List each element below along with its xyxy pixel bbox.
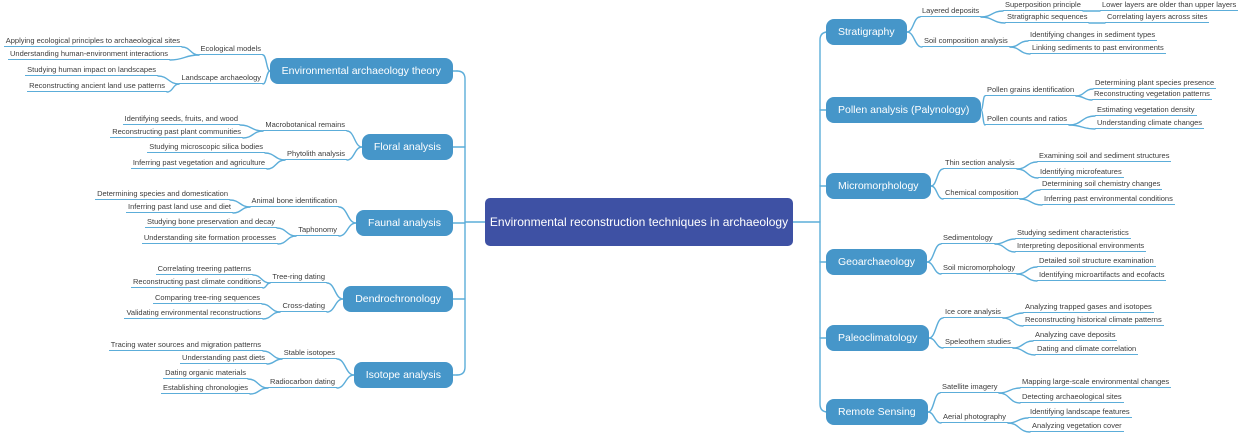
topic-stratigraphy[interactable]: Stratigraphy bbox=[826, 19, 907, 45]
leaf-understanding-human-environment-interactions[interactable]: Understanding human-environment interact… bbox=[7, 49, 170, 60]
topic-isotope-analysis[interactable]: Isotope analysis bbox=[353, 362, 453, 388]
branch-aerial-photography[interactable]: Aerial photography bbox=[941, 412, 1008, 423]
leaf-reconstructing-climate-conditions[interactable]: Reconstructing past climate conditions bbox=[131, 277, 263, 288]
leaf-detailed-soil-structure-examination[interactable]: Detailed soil structure examination bbox=[1037, 256, 1156, 267]
leaf-understanding-past-diets[interactable]: Understanding past diets bbox=[180, 353, 267, 364]
leaf-determining-soil-chemistry-changes[interactable]: Determining soil chemistry changes bbox=[1040, 179, 1163, 190]
branch-chemical-composition[interactable]: Chemical composition bbox=[943, 188, 1021, 199]
leaf-reconstructing-ancient-land-use[interactable]: Reconstructing ancient land use patterns bbox=[27, 81, 167, 92]
leaf-estimating-vegetation-density[interactable]: Estimating vegetation density bbox=[1095, 105, 1197, 116]
leaf-identifying-microfeatures[interactable]: Identifying microfeatures bbox=[1038, 167, 1124, 178]
leaf-interpreting-depositional-environments[interactable]: Interpreting depositional environments bbox=[1015, 241, 1147, 252]
branch-soil-composition-analysis[interactable]: Soil composition analysis bbox=[922, 36, 1010, 47]
leaf-dating-organic-materials[interactable]: Dating organic materials bbox=[163, 368, 248, 379]
leaf-identifying-sediment-type-changes[interactable]: Identifying changes in sediment types bbox=[1028, 30, 1158, 41]
topic-dendrochronology[interactable]: Dendrochronology bbox=[343, 286, 453, 312]
branch-tree-ring-dating[interactable]: Tree-ring dating bbox=[270, 272, 327, 283]
branch-phytolith-analysis[interactable]: Phytolith analysis bbox=[285, 149, 347, 160]
leaf-analyzing-vegetation-cover[interactable]: Analyzing vegetation cover bbox=[1030, 421, 1124, 432]
leaf-understanding-site-formation[interactable]: Understanding site formation processes bbox=[141, 233, 278, 244]
topic-micromorphology[interactable]: Micromorphology bbox=[826, 173, 931, 199]
branch-taphonomy[interactable]: Taphonomy bbox=[296, 225, 339, 236]
branch-speleothem-studies[interactable]: Speleothem studies bbox=[943, 337, 1013, 348]
leaf-identifying-microartifacts-ecofacts[interactable]: Identifying microartifacts and ecofacts bbox=[1037, 270, 1167, 281]
topic-faunal-analysis[interactable]: Faunal analysis bbox=[356, 210, 453, 236]
leaf-dating-climate-correlation[interactable]: Dating and climate correlation bbox=[1035, 344, 1139, 355]
leaf-comparing-tree-ring-sequences[interactable]: Comparing tree-ring sequences bbox=[152, 293, 262, 304]
leaf-reconstructing-plant-communities[interactable]: Reconstructing past plant communities bbox=[110, 127, 243, 138]
leaf-studying-human-impact[interactable]: Studying human impact on landscapes bbox=[25, 65, 158, 76]
branch-superposition-principle[interactable]: Superposition principle bbox=[1003, 0, 1083, 11]
topic-environmental-archaeology-theory[interactable]: Environmental archaeology theory bbox=[269, 58, 453, 84]
leaf-mapping-large-scale-environmental-changes[interactable]: Mapping large-scale environmental change… bbox=[1020, 377, 1172, 388]
leaf-linking-sediments-past-environments[interactable]: Linking sediments to past environments bbox=[1030, 43, 1166, 54]
branch-pollen-counts-ratios[interactable]: Pollen counts and ratios bbox=[985, 114, 1070, 125]
leaf-detecting-archaeological-sites[interactable]: Detecting archaeological sites bbox=[1020, 392, 1124, 403]
branch-sedimentology[interactable]: Sedimentology bbox=[941, 233, 995, 244]
branch-ecological-models[interactable]: Ecological models bbox=[198, 44, 263, 55]
leaf-inferring-past-environmental-conditions[interactable]: Inferring past environmental conditions bbox=[1042, 194, 1175, 205]
topic-pollen-analysis-palynology[interactable]: Pollen analysis (Palynology) bbox=[826, 97, 982, 123]
leaf-identifying-landscape-features[interactable]: Identifying landscape features bbox=[1028, 407, 1132, 418]
branch-cross-dating[interactable]: Cross-dating bbox=[280, 301, 327, 312]
leaf-validating-environmental-reconstructions[interactable]: Validating environmental reconstructions bbox=[124, 308, 263, 319]
branch-animal-bone-identification[interactable]: Animal bone identification bbox=[249, 196, 339, 207]
leaf-reconstructing-vegetation-patterns[interactable]: Reconstructing vegetation patterns bbox=[1092, 89, 1212, 100]
root-node[interactable]: Environmental reconstruction techniques … bbox=[485, 198, 793, 246]
branch-stratigraphic-sequences[interactable]: Stratigraphic sequences bbox=[1005, 12, 1090, 23]
leaf-inferring-vegetation-agriculture[interactable]: Inferring past vegetation and agricultur… bbox=[130, 158, 267, 169]
leaf-analyzing-trapped-gases-isotopes[interactable]: Analyzing trapped gases and isotopes bbox=[1023, 302, 1154, 313]
topic-geoarchaeology[interactable]: Geoarchaeology bbox=[826, 249, 928, 275]
branch-landscape-archaeology[interactable]: Landscape archaeology bbox=[179, 73, 263, 84]
branch-satellite-imagery[interactable]: Satellite imagery bbox=[940, 382, 1000, 393]
branch-macrobotanical-remains[interactable]: Macrobotanical remains bbox=[263, 120, 347, 131]
leaf-tracing-water-sources-migration[interactable]: Tracing water sources and migration patt… bbox=[108, 340, 263, 351]
leaf-correlating-layers-across-sites[interactable]: Correlating layers across sites bbox=[1105, 12, 1210, 23]
leaf-examining-soil-sediment-structures[interactable]: Examining soil and sediment structures bbox=[1037, 151, 1172, 162]
branch-layered-deposits[interactable]: Layered deposits bbox=[920, 6, 982, 17]
leaf-lower-layers-older[interactable]: Lower layers are older than upper layers bbox=[1100, 0, 1239, 11]
branch-ice-core-analysis[interactable]: Ice core analysis bbox=[943, 307, 1003, 318]
leaf-studying-silica-bodies[interactable]: Studying microscopic silica bodies bbox=[147, 142, 265, 153]
topic-floral-analysis[interactable]: Floral analysis bbox=[361, 134, 453, 160]
leaf-correlating-treering-patterns[interactable]: Correlating treering patterns bbox=[155, 264, 253, 275]
leaf-determining-plant-species-presence[interactable]: Determining plant species presence bbox=[1093, 78, 1217, 89]
topic-remote-sensing[interactable]: Remote Sensing bbox=[826, 399, 928, 425]
leaf-establishing-chronologies[interactable]: Establishing chronologies bbox=[160, 383, 250, 394]
leaf-reconstructing-historical-climate-patterns[interactable]: Reconstructing historical climate patter… bbox=[1023, 315, 1164, 326]
branch-thin-section-analysis[interactable]: Thin section analysis bbox=[943, 158, 1017, 169]
leaf-identifying-seeds-fruits-wood[interactable]: Identifying seeds, fruits, and wood bbox=[122, 114, 240, 125]
branch-stable-isotopes[interactable]: Stable isotopes bbox=[281, 348, 337, 359]
leaf-applying-ecological-principles[interactable]: Applying ecological principles to archae… bbox=[3, 36, 182, 47]
leaf-determining-species-domestication[interactable]: Determining species and domestication bbox=[95, 189, 230, 200]
branch-soil-micromorphology[interactable]: Soil micromorphology bbox=[941, 263, 1018, 274]
branch-pollen-grains-identification[interactable]: Pollen grains identification bbox=[985, 85, 1077, 96]
leaf-understanding-climate-changes[interactable]: Understanding climate changes bbox=[1095, 118, 1205, 129]
leaf-studying-bone-preservation[interactable]: Studying bone preservation and decay bbox=[144, 217, 277, 228]
leaf-analyzing-cave-deposits[interactable]: Analyzing cave deposits bbox=[1033, 330, 1118, 341]
leaf-studying-sediment-characteristics[interactable]: Studying sediment characteristics bbox=[1015, 228, 1131, 239]
leaf-inferring-land-use-diet[interactable]: Inferring past land use and diet bbox=[126, 202, 233, 213]
branch-radiocarbon-dating[interactable]: Radiocarbon dating bbox=[267, 377, 337, 388]
topic-paleoclimatology[interactable]: Paleoclimatology bbox=[826, 325, 930, 351]
